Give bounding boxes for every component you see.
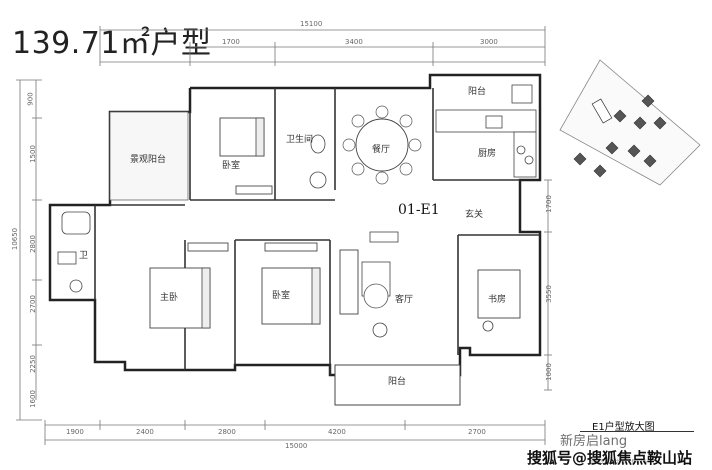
bottom-balcony-area xyxy=(334,364,461,406)
shower-icon xyxy=(309,171,327,189)
room-master-bedroom: 主卧 xyxy=(160,293,179,303)
room-balcony-bottom: 阳台 xyxy=(388,377,407,387)
dim-left-total: 10650 xyxy=(11,227,20,251)
dim-top-seg-3: 3000 xyxy=(480,38,498,46)
dim-left-seg-5: 2250 xyxy=(28,355,37,373)
dim-right-seg-1: 1700 xyxy=(544,195,553,213)
wardrobe-top-icon xyxy=(235,185,273,195)
dining-table-icon xyxy=(355,118,409,172)
room-utility-balcony: 阳台 xyxy=(468,87,487,97)
dim-left-seg-6: 1600 xyxy=(28,390,37,408)
bed-headboard-icon xyxy=(255,117,265,157)
watermark-bottom: 搜狐号@搜狐焦点鞍山站 xyxy=(527,449,693,467)
room-bedroom-top: 卧室 xyxy=(222,161,241,171)
room-study: 书房 xyxy=(488,295,507,305)
bottom-dimension-lines xyxy=(44,420,546,445)
wardrobe-middle-icon xyxy=(264,242,318,252)
viewing-balcony-area xyxy=(109,111,189,201)
dim-left-seg-3: 2800 xyxy=(28,235,37,253)
dim-bottom-total: 15000 xyxy=(285,442,308,450)
wardrobe-master-icon xyxy=(187,242,229,252)
right-dimension-lines xyxy=(544,179,552,391)
scale-note: 面积示意图比例: 16.52% xyxy=(590,459,648,465)
kitchen-counter-icon xyxy=(435,84,537,178)
room-viewing-balcony: 景观阳台 xyxy=(130,155,167,165)
toilet-icon xyxy=(69,279,83,293)
dim-left-seg-2: 1500 xyxy=(28,145,37,163)
dim-bottom-seg-3: 2800 xyxy=(218,428,236,436)
page-title: 139.71㎡户型 xyxy=(12,26,212,61)
dim-top-seg-2: 3400 xyxy=(345,38,363,46)
sofa-icon xyxy=(339,249,359,315)
dim-top-seg-1: 1700 xyxy=(222,38,240,46)
tv-cabinet-icon xyxy=(369,231,399,243)
room-foyer: 玄关 xyxy=(465,210,484,220)
legend-title: E1户型放大图 xyxy=(592,422,655,433)
dim-right-seg-2: 3550 xyxy=(544,285,553,303)
bed-master-icon xyxy=(149,267,211,329)
top-dimension-lines xyxy=(99,26,546,66)
interior-walls xyxy=(94,88,540,375)
dim-bottom-seg-1: 1900 xyxy=(66,428,84,436)
dim-top-total: 15100 xyxy=(300,20,323,28)
room-bedroom-middle: 卧室 xyxy=(272,291,291,301)
dim-bottom-seg-4: 4200 xyxy=(328,428,346,436)
dim-bottom-seg-5: 2700 xyxy=(468,428,486,436)
study-chair-icon xyxy=(482,320,494,332)
dining-chairs-icon xyxy=(342,105,422,185)
dim-right-seg-3: 1000 xyxy=(544,363,553,381)
site-plan-thumbnail xyxy=(559,59,701,186)
room-bathroom-top: 卫生间 xyxy=(286,135,314,145)
bed-master-headboard-icon xyxy=(201,267,211,329)
bed-middle-icon xyxy=(261,267,321,325)
bathtub-icon xyxy=(61,211,91,235)
unit-code-label: 01-E1 xyxy=(398,202,440,218)
dim-left-seg-1: 900 xyxy=(26,92,35,106)
watermark-top: 新房启lang xyxy=(560,434,628,449)
room-kitchen: 厨房 xyxy=(478,149,497,159)
room-living: 客厅 xyxy=(395,295,414,305)
dim-bottom-seg-2: 2400 xyxy=(136,428,154,436)
room-bathroom-left: 卫 xyxy=(79,251,89,261)
legend-underline xyxy=(580,431,694,432)
toilet-top-icon xyxy=(310,134,326,154)
rug-icon xyxy=(363,283,389,309)
room-dining: 餐厅 xyxy=(372,145,391,155)
dim-left-seg-4: 2700 xyxy=(28,295,37,313)
bed-study-icon xyxy=(477,269,521,319)
armchair-icon xyxy=(372,322,388,338)
bed-middle-headboard-icon xyxy=(311,267,321,325)
sink-icon xyxy=(57,251,77,265)
left-dimension-lines xyxy=(16,79,42,421)
